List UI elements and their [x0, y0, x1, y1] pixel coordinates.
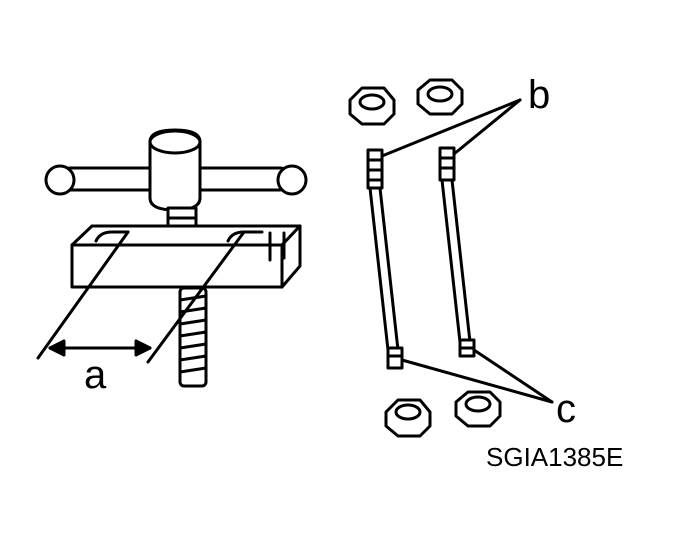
nut-icon: [454, 390, 502, 428]
puller-body: [70, 224, 302, 289]
figure-code: SGIA1385E: [486, 442, 623, 472]
stud-right: [438, 146, 476, 358]
label-a: a: [84, 353, 107, 397]
leader-lines: [380, 98, 554, 404]
nut-icon: [348, 86, 396, 126]
nut-icon: [384, 398, 432, 438]
nut-icon: [416, 78, 464, 116]
label-c: c: [556, 387, 576, 431]
dimension-a: [36, 230, 246, 364]
stud-left: [366, 148, 404, 370]
lower-thread: [178, 286, 208, 388]
label-b: b: [528, 73, 550, 117]
screw-head: [148, 128, 202, 212]
